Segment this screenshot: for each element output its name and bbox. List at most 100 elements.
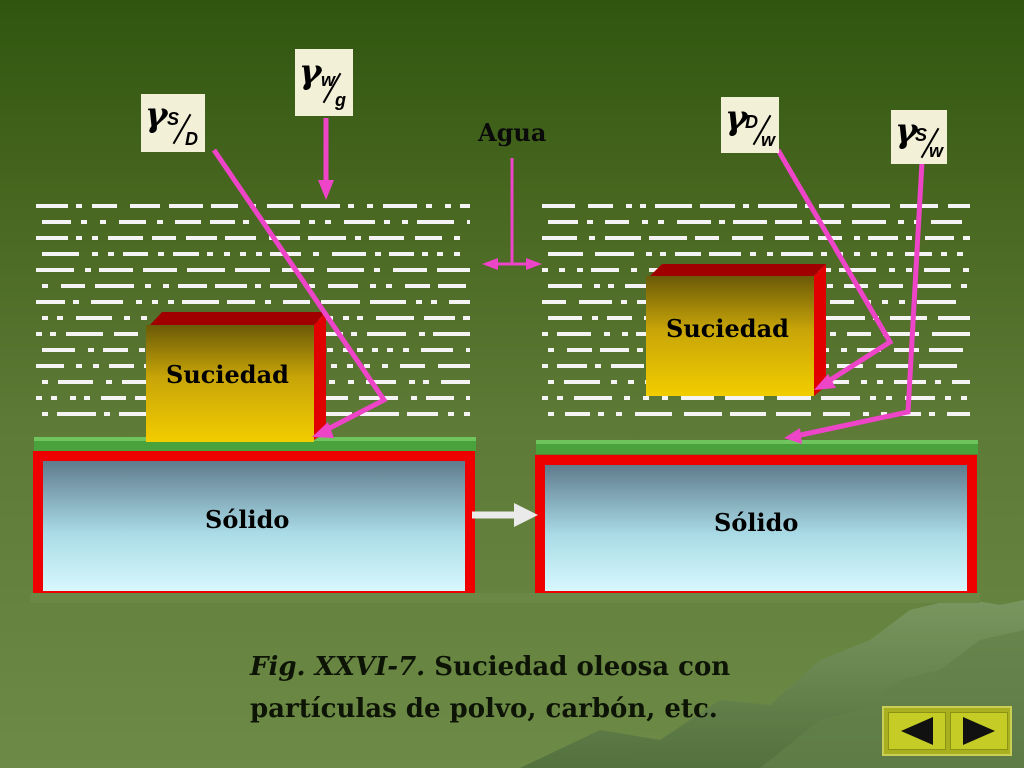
water-dash bbox=[877, 380, 883, 384]
water-dash bbox=[919, 364, 957, 368]
subscript-upper: D bbox=[745, 112, 758, 132]
water-dash bbox=[660, 252, 666, 256]
solid-block-right bbox=[535, 455, 977, 601]
dirt-block-left bbox=[146, 312, 326, 442]
water-dash bbox=[924, 268, 950, 272]
water-dash bbox=[51, 396, 57, 400]
water-dash bbox=[567, 348, 592, 352]
oil-film-right-highlight bbox=[536, 440, 978, 444]
water-dash bbox=[466, 396, 470, 400]
water-dash bbox=[548, 348, 554, 352]
water-dash bbox=[42, 348, 75, 352]
water-dash bbox=[595, 364, 601, 368]
water-dash bbox=[91, 300, 123, 304]
water-dash bbox=[863, 412, 869, 416]
water-dash bbox=[677, 220, 711, 224]
water-dash bbox=[407, 412, 438, 416]
next-slide-button[interactable] bbox=[950, 712, 1008, 750]
gamma-symbol: γ bbox=[145, 95, 168, 135]
water-dash bbox=[591, 268, 619, 272]
water-dash bbox=[50, 332, 56, 336]
water-dash bbox=[775, 236, 809, 240]
water-dash bbox=[681, 396, 714, 400]
water-dash bbox=[369, 236, 404, 240]
arrow-d-w bbox=[775, 148, 894, 390]
water-dash bbox=[422, 252, 428, 256]
water-dash bbox=[932, 332, 970, 336]
water-dash bbox=[906, 236, 912, 240]
water-dash bbox=[415, 236, 442, 240]
water-dash bbox=[416, 300, 422, 304]
water-dash bbox=[548, 380, 554, 384]
water-dash bbox=[175, 220, 201, 224]
water-dash bbox=[899, 300, 905, 304]
water-dash bbox=[448, 412, 454, 416]
water-dash bbox=[649, 236, 687, 240]
water-dash bbox=[207, 252, 213, 256]
water-dash bbox=[600, 348, 629, 352]
water-dash bbox=[417, 220, 454, 224]
water-dash bbox=[364, 364, 370, 368]
water-dash bbox=[376, 316, 414, 320]
subscript-upper: S bbox=[167, 109, 180, 129]
water-dash bbox=[589, 236, 595, 240]
previous-slide-button[interactable] bbox=[888, 712, 946, 750]
water-dash bbox=[122, 380, 148, 384]
water-dash bbox=[605, 236, 641, 240]
water-dash bbox=[658, 220, 664, 224]
water-dash bbox=[947, 412, 970, 416]
water-dash bbox=[879, 284, 903, 288]
water-dash bbox=[157, 220, 163, 224]
water-dash bbox=[224, 252, 230, 256]
water-dash bbox=[42, 252, 79, 256]
water-dash bbox=[963, 236, 970, 240]
water-dash bbox=[403, 348, 409, 352]
water-dash bbox=[592, 316, 598, 320]
subscript-lower: w bbox=[761, 130, 776, 150]
water-dash bbox=[454, 236, 460, 240]
water-dash bbox=[719, 220, 725, 224]
navigation-panel bbox=[882, 706, 1012, 756]
water-dash bbox=[915, 284, 951, 288]
water-dash bbox=[119, 412, 158, 416]
water-dash bbox=[92, 236, 98, 240]
water-dash bbox=[821, 396, 860, 400]
water-dash bbox=[225, 236, 256, 240]
water-dash bbox=[267, 204, 293, 208]
water-dash bbox=[709, 252, 741, 256]
water-dash bbox=[108, 252, 114, 256]
water-dash bbox=[929, 348, 963, 352]
water-dash bbox=[631, 268, 637, 272]
water-dash bbox=[36, 364, 64, 368]
water-dash bbox=[438, 284, 466, 288]
water-dash bbox=[409, 380, 415, 384]
water-dash bbox=[141, 316, 147, 320]
water-dash bbox=[351, 332, 357, 336]
solid-bottom-mask bbox=[30, 593, 980, 603]
water-dash bbox=[945, 396, 951, 400]
water-dash bbox=[92, 204, 117, 208]
water-dash bbox=[178, 284, 207, 288]
water-dash bbox=[605, 220, 629, 224]
water-dash bbox=[109, 364, 134, 368]
water-dash bbox=[857, 348, 881, 352]
water-dash bbox=[952, 380, 970, 384]
subscript-upper: S bbox=[915, 125, 928, 145]
water-dash bbox=[433, 332, 470, 336]
tension-label-d-w: γ D w bbox=[721, 97, 779, 153]
water-dash bbox=[240, 252, 246, 256]
tension-label-s-w: γ S w bbox=[891, 110, 947, 164]
water-dash bbox=[675, 252, 701, 256]
water-dash bbox=[640, 204, 646, 208]
water-dash bbox=[847, 332, 871, 336]
water-dash bbox=[348, 380, 354, 384]
water-dash bbox=[100, 220, 106, 224]
water-dash bbox=[460, 204, 470, 208]
water-dash bbox=[938, 316, 970, 320]
water-dash bbox=[93, 364, 99, 368]
water-dash bbox=[312, 396, 348, 400]
suciedad-label-left: Suciedad bbox=[166, 360, 289, 389]
water-dash bbox=[810, 220, 841, 224]
water-dash bbox=[227, 300, 255, 304]
water-dash bbox=[611, 364, 644, 368]
